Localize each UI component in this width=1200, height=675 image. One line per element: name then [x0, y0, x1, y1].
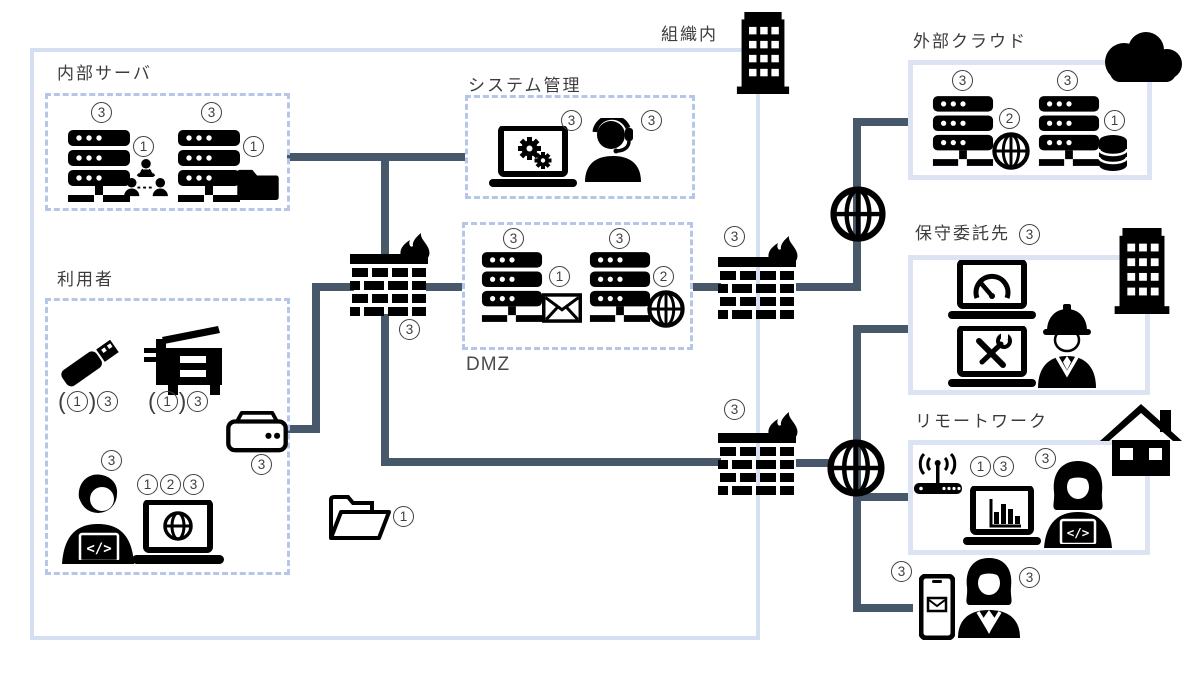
- internet-globe-icon: [830, 184, 886, 244]
- connector-dmz-to-firewall-upper: [693, 283, 721, 291]
- connector-to-maintenance-box: [855, 325, 908, 333]
- connector-hub-riser: [312, 283, 320, 433]
- copier-icon: [138, 324, 232, 396]
- zone-label-external-cloud: 外部クラウド: [913, 32, 1027, 51]
- marker: 1 3: [969, 456, 1015, 477]
- wifi-router-icon: [914, 450, 962, 496]
- marker: 3: [560, 110, 583, 131]
- server-icon: [480, 252, 544, 322]
- zone-label-maintenance-row: 保守委託先 3: [915, 224, 1041, 245]
- folder-open-icon: [328, 492, 392, 542]
- connector-internal-to-admin: [287, 153, 465, 161]
- marker: 3: [250, 454, 273, 475]
- marker: 3: [1034, 448, 1057, 469]
- building-icon: [736, 12, 790, 94]
- marker: 3: [200, 102, 223, 123]
- zone-label-users: 利用者: [57, 270, 114, 289]
- system-admin-box: [465, 95, 695, 199]
- person-laptop-icon: [58, 468, 138, 564]
- globe-icon: [992, 132, 1030, 170]
- external-cloud-box: [908, 60, 1152, 180]
- marker: 2: [652, 266, 675, 287]
- support-operator-icon: [583, 118, 647, 182]
- globe-icon: [647, 290, 685, 328]
- laptop-globe-icon: [132, 500, 224, 564]
- firewall-icon: [718, 236, 802, 320]
- zone-label-maintenance: 保守委託先: [915, 224, 1010, 244]
- connector-firewall-upper-to-trunk: [796, 283, 857, 291]
- marker: 3: [951, 70, 974, 91]
- laptop-gears-icon: [489, 126, 577, 188]
- org-share-icon: [124, 158, 168, 198]
- marker: 3: [90, 102, 113, 123]
- maintenance-box: [908, 255, 1150, 395]
- connector-to-cloud-box: [853, 118, 910, 126]
- building-icon: [1114, 228, 1170, 314]
- connector-firewall-center-down: [381, 314, 389, 464]
- business-woman-icon: [956, 556, 1022, 638]
- marker: 3: [640, 110, 663, 131]
- marker: 1: [132, 136, 155, 157]
- connector-firewall-lower-to-globe: [796, 459, 829, 467]
- firewall-icon: [718, 412, 802, 496]
- internet-globe-icon: [827, 437, 885, 499]
- zone-label-system-admin: システム管理: [468, 76, 582, 95]
- remote-work-box: [908, 440, 1150, 555]
- server-icon: [588, 252, 652, 322]
- marker: 1: [548, 266, 571, 287]
- marker: 3: [608, 228, 631, 249]
- cloud-icon: [1096, 28, 1186, 86]
- marker: 3: [1018, 224, 1041, 245]
- marker: 1: [242, 136, 265, 157]
- database-icon: [1098, 134, 1128, 172]
- connector-to-mobile: [853, 604, 913, 612]
- connector-down-to-firewall-center: [381, 155, 389, 259]
- marker: 3: [723, 399, 746, 420]
- marker: 3: [398, 319, 421, 340]
- marker: 1: [392, 506, 415, 527]
- server-icon: [931, 96, 995, 166]
- marker: 3: [100, 450, 123, 471]
- dmz-box: [462, 222, 693, 350]
- marker: 3: [723, 226, 746, 247]
- marker: 3: [1056, 70, 1079, 91]
- usb-memory-icon: [56, 330, 128, 392]
- zone-label-remote-work: リモートワーク: [915, 412, 1048, 431]
- server-icon: [66, 130, 132, 202]
- maintenance-worker-icon: [1036, 304, 1098, 388]
- zone-label-organization: 組織内: [661, 25, 718, 44]
- server-icon: [176, 130, 242, 202]
- laptop-tools-icon: [948, 326, 1036, 390]
- users-box: [45, 298, 290, 575]
- laptop-gauge-icon: [948, 260, 1036, 322]
- internal-server-box: [45, 93, 290, 211]
- marker: 1: [1103, 110, 1126, 131]
- firewall-icon: [350, 233, 434, 317]
- zone-label-dmz: DMZ: [466, 354, 511, 375]
- connector-hub-stub: [284, 425, 316, 433]
- server-icon: [1037, 96, 1101, 166]
- hub-icon: [226, 410, 288, 454]
- marker: (1)3: [58, 390, 119, 413]
- connector-long-to-firewall-lower: [381, 458, 721, 466]
- connector-firewall-center-to-dmz: [426, 283, 462, 291]
- mail-icon: [542, 292, 582, 324]
- laptop-chart-icon: [963, 486, 1041, 548]
- marker: (1)3: [148, 390, 209, 413]
- marker: 2: [998, 108, 1021, 129]
- organization-boundary-box: [30, 48, 760, 640]
- marker: 3: [890, 561, 913, 582]
- marker: 3: [502, 228, 525, 249]
- zone-label-internal-server: 内部サーバ: [57, 64, 152, 83]
- folder-icon: [236, 168, 280, 200]
- woman-laptop-icon: [1041, 460, 1115, 548]
- marker: 3: [1018, 567, 1041, 588]
- connector-to-remote-box: [855, 493, 908, 501]
- connector-firewall-center-left: [314, 283, 354, 291]
- mobile-phone-mail-icon: [919, 574, 955, 640]
